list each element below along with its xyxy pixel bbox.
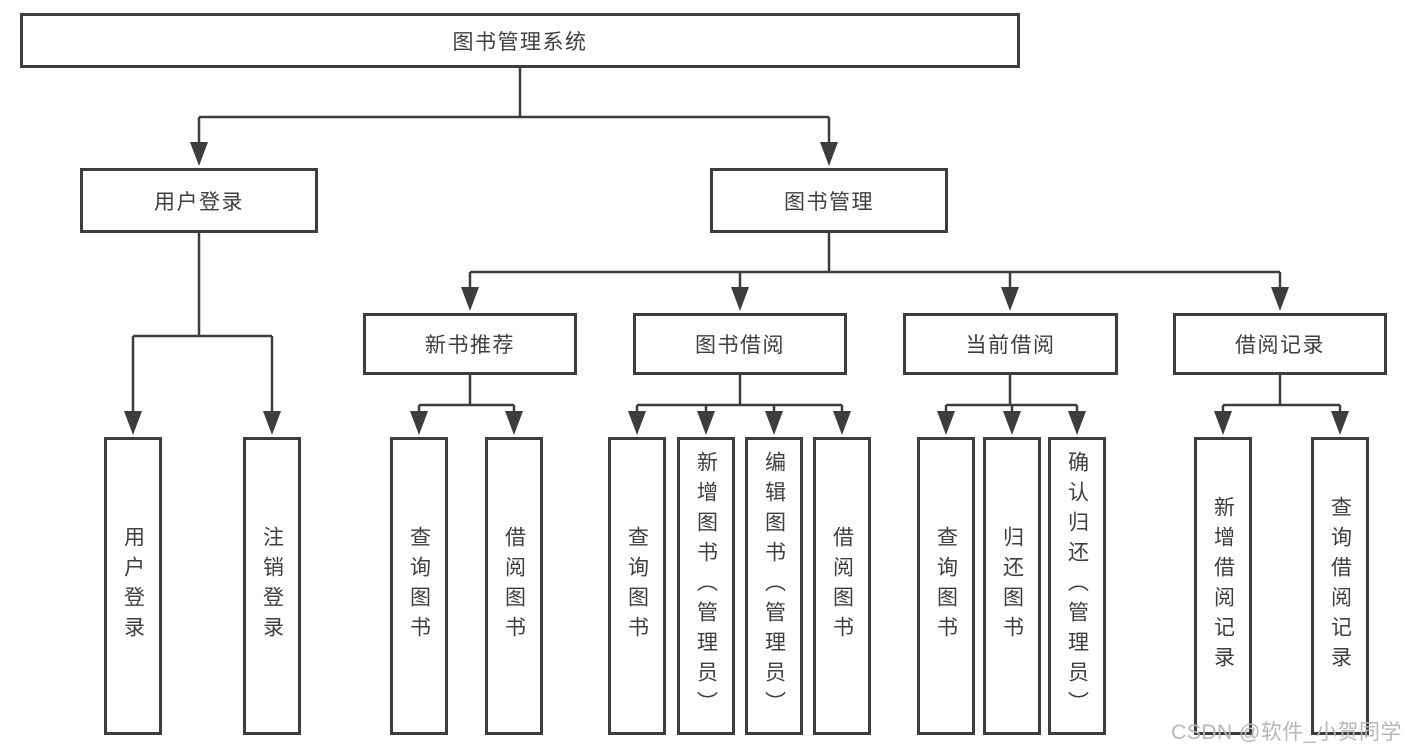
connector-user-login-children (131, 233, 274, 422)
arrow-down-icon (124, 411, 142, 435)
node-label: 新增借阅记录 (1211, 496, 1235, 676)
node-label: 借阅图书 (502, 526, 526, 646)
leaf-logout: 注销登录 (243, 437, 301, 735)
node-label: 编辑图书（管理员） (762, 451, 786, 721)
node-user-login: 用户登录 (80, 168, 318, 233)
leaf-borrow-books: 借阅图书 (813, 437, 871, 735)
node-label: 用户登录 (121, 526, 145, 646)
arrow-down-icon (505, 411, 523, 435)
arrow-down-icon (1003, 411, 1021, 435)
node-label: 查询图书 (407, 526, 431, 646)
node-label: 用户登录 (154, 190, 244, 214)
leaf-query-borrow-record: 查询借阅记录 (1311, 437, 1369, 735)
arrow-down-icon (1068, 411, 1086, 435)
arrow-down-icon (1331, 411, 1349, 435)
node-label: 借阅记录 (1235, 334, 1325, 357)
arrow-down-icon (190, 142, 208, 166)
leaf-add-borrow-record: 新增借阅记录 (1194, 437, 1252, 735)
leaf-edit-books-admin: 编辑图书（管理员） (745, 437, 803, 735)
node-label: 图书借阅 (695, 334, 785, 357)
leaf-user-login: 用户登录 (104, 437, 162, 735)
node-label: 图书管理系统 (452, 30, 588, 54)
node-label: 当前借阅 (965, 334, 1056, 357)
node-current-borrowing: 当前借阅 (903, 313, 1118, 375)
leaf-query-books: 查询图书 (917, 437, 975, 735)
node-label: 查询图书 (934, 526, 958, 646)
node-label: 注销登录 (260, 526, 284, 646)
node-label: 借阅图书 (830, 526, 854, 646)
arrow-down-icon (410, 411, 428, 435)
node-label: 新书推荐 (425, 334, 515, 357)
arrow-down-icon (833, 411, 851, 435)
arrow-down-icon (820, 142, 838, 166)
node-book-management: 图书管理 (710, 168, 948, 233)
node-book-borrowing: 图书借阅 (633, 313, 847, 375)
arrow-down-icon (697, 411, 715, 435)
node-label: 查询借阅记录 (1328, 496, 1352, 676)
arrow-down-icon (461, 287, 479, 311)
leaf-confirm-return-admin: 确认归还（管理员） (1048, 437, 1106, 735)
connector-borrow-children (635, 375, 844, 422)
leaf-query-books: 查询图书 (390, 437, 448, 735)
arrowheads (124, 142, 1349, 435)
arrow-down-icon (1214, 411, 1232, 435)
node-borrowing-records: 借阅记录 (1173, 313, 1387, 375)
arrow-down-icon (937, 411, 955, 435)
node-label: 归还图书 (1000, 526, 1024, 646)
node-label: 新增图书（管理员） (694, 451, 718, 721)
leaf-query-books: 查询图书 (608, 437, 666, 735)
connector-new-book-children (417, 375, 516, 422)
arrow-down-icon (731, 287, 749, 311)
connector-records-children (1221, 375, 1342, 422)
csdn-watermark: CSDN @软件_小贺同学 (1171, 721, 1402, 744)
node-label: 确认归还（管理员） (1065, 451, 1089, 721)
node-label: 图书管理 (784, 190, 874, 214)
arrow-down-icon (1001, 287, 1019, 311)
arrow-down-icon (263, 411, 281, 435)
arrow-down-icon (1271, 287, 1289, 311)
arrow-down-icon (628, 411, 646, 435)
leaf-add-books-admin: 新增图书（管理员） (677, 437, 735, 735)
connector-root-to-level2 (197, 68, 831, 152)
arrow-down-icon (765, 411, 783, 435)
node-root-library-system: 图书管理系统 (20, 13, 1020, 68)
node-label: 查询图书 (625, 526, 649, 646)
leaf-return-books: 归还图书 (983, 437, 1041, 735)
node-new-book-recommend: 新书推荐 (363, 313, 577, 375)
leaf-borrow-books: 借阅图书 (485, 437, 543, 735)
connector-book-mgmt-children (468, 233, 1282, 298)
